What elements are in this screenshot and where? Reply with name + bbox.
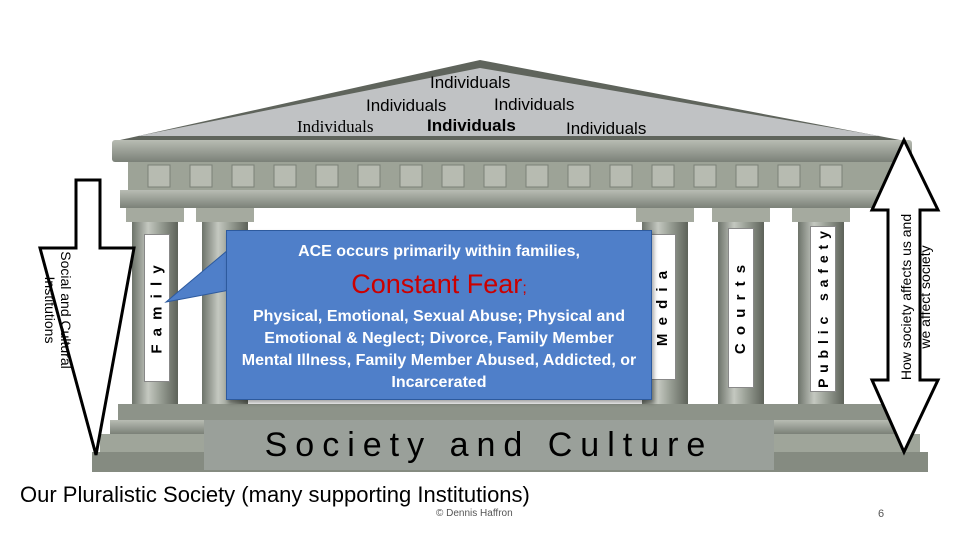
left-arrow-label: Social and Cultural Institutions (42, 251, 74, 369)
roof-label-bottom-left: Individuals (297, 117, 374, 136)
ace-callout: ACE occurs primarily within families, Co… (226, 230, 652, 400)
roof-cornice (112, 140, 912, 162)
pillar-public-safety-label: P u b l i c s a f e t y (815, 230, 832, 388)
temple-steps (118, 404, 902, 420)
copyright-notice: © Dennis Haffron (436, 508, 513, 519)
roof-label-mid-right: Individuals (494, 95, 575, 114)
left-down-arrow (38, 178, 136, 456)
roof-label-mid-left: Individuals (366, 96, 447, 115)
callout-headline-text: Constant Fear (351, 269, 523, 299)
roof-label-bottom-right: Individuals (566, 119, 647, 138)
page-number: 6 (878, 508, 885, 520)
callout-body: Physical, Emotional, Sexual Abuse; Physi… (241, 308, 637, 391)
base-society-and-culture: Society and Culture (204, 420, 774, 470)
right-arrow-label: How society affects us and we affect soc… (898, 213, 933, 381)
base-label: Society and Culture (264, 425, 714, 464)
right-double-arrow (869, 136, 941, 456)
callout-headline: Constant Fear; (227, 269, 651, 300)
footer-caption: Our Pluralistic Society (many supporting… (20, 482, 530, 507)
pillar-courts: C o u r t s (728, 228, 754, 388)
pillar-media-label: M e d i a (654, 268, 672, 346)
roof-label-top: Individuals (430, 73, 511, 92)
pillar-public-safety: P u b l i c s a f e t y (810, 226, 836, 392)
pillar-family: F a m i l y (144, 234, 170, 382)
roof-label-bottom-center: Individuals (427, 116, 516, 135)
callout-intro: ACE occurs primarily within families, (298, 243, 580, 260)
pillar-media: M e d i a (650, 234, 676, 380)
pillar-courts-label: C o u r t s (732, 262, 750, 354)
callout-headline-suffix: ; (522, 280, 527, 297)
